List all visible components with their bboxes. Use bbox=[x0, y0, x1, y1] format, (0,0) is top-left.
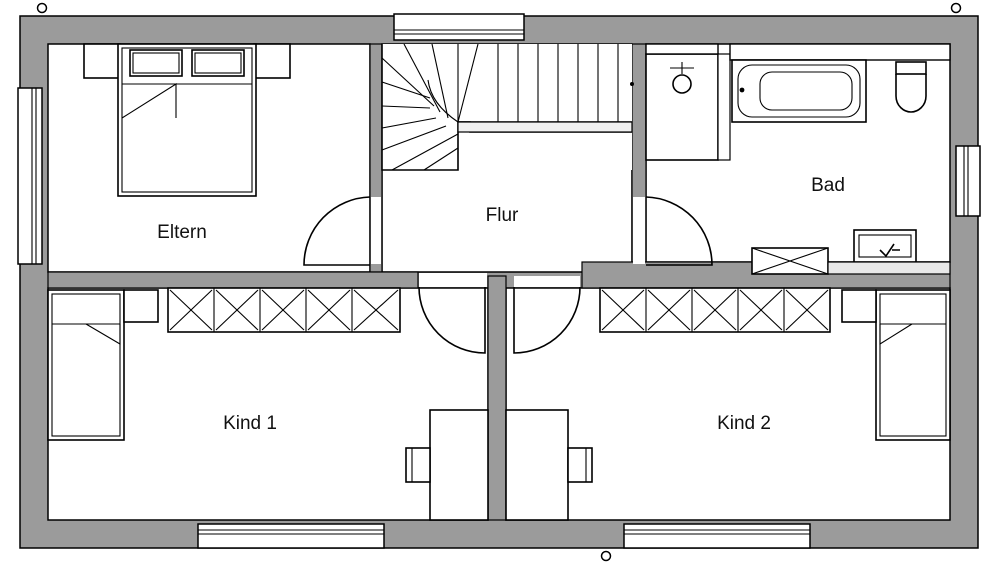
room-label-flur: Flur bbox=[486, 205, 519, 226]
window-bottom-right bbox=[623, 523, 811, 549]
marker-bottom bbox=[600, 550, 612, 562]
door-swing-kind1 bbox=[418, 286, 486, 354]
single-bed-kind1 bbox=[47, 289, 125, 441]
bad-furniture bbox=[645, 43, 951, 275]
kind1-furniture bbox=[47, 287, 489, 521]
single-bed-kind2 bbox=[875, 289, 951, 441]
nightstand-kind1 bbox=[123, 289, 159, 323]
nightstand-right bbox=[253, 43, 291, 79]
wardrobe-kind1 bbox=[167, 287, 401, 333]
pillow-left bbox=[129, 49, 183, 77]
bathtub bbox=[731, 59, 867, 123]
room-label-eltern: Eltern bbox=[157, 222, 207, 243]
door-swing-bad bbox=[645, 196, 713, 266]
desk-kind2 bbox=[505, 409, 569, 521]
room-label-kind2: Kind 2 bbox=[717, 413, 771, 434]
chair-kind1 bbox=[405, 447, 431, 483]
window-top bbox=[393, 13, 525, 41]
eltern-furniture bbox=[83, 43, 291, 197]
room-label-kind1: Kind 1 bbox=[223, 413, 277, 434]
door-swings bbox=[303, 196, 713, 354]
room-label-bad: Bad bbox=[811, 175, 845, 196]
window-bottom-left bbox=[197, 523, 385, 549]
window-left bbox=[17, 87, 43, 265]
nightstand-left bbox=[83, 43, 121, 79]
marker-top-right bbox=[950, 2, 962, 14]
staircase bbox=[381, 43, 634, 171]
door-swing-kind2 bbox=[513, 286, 581, 354]
reference-markers bbox=[36, 2, 962, 562]
windows bbox=[17, 13, 981, 549]
nightstand-kind2 bbox=[841, 289, 877, 323]
shower-drain bbox=[672, 74, 692, 94]
toilet-bowl bbox=[895, 74, 927, 113]
door-swing-eltern bbox=[303, 196, 371, 266]
kind2-furniture bbox=[505, 287, 951, 521]
chair-kind2 bbox=[567, 447, 593, 483]
toilet-tank bbox=[895, 61, 927, 75]
door-openings bbox=[371, 197, 645, 287]
pillow-right bbox=[191, 49, 245, 77]
room-labels: Eltern Flur Bad Kind 1 Kind 2 bbox=[157, 175, 845, 434]
desk-kind1 bbox=[429, 409, 489, 521]
marker-top-left bbox=[36, 2, 48, 14]
